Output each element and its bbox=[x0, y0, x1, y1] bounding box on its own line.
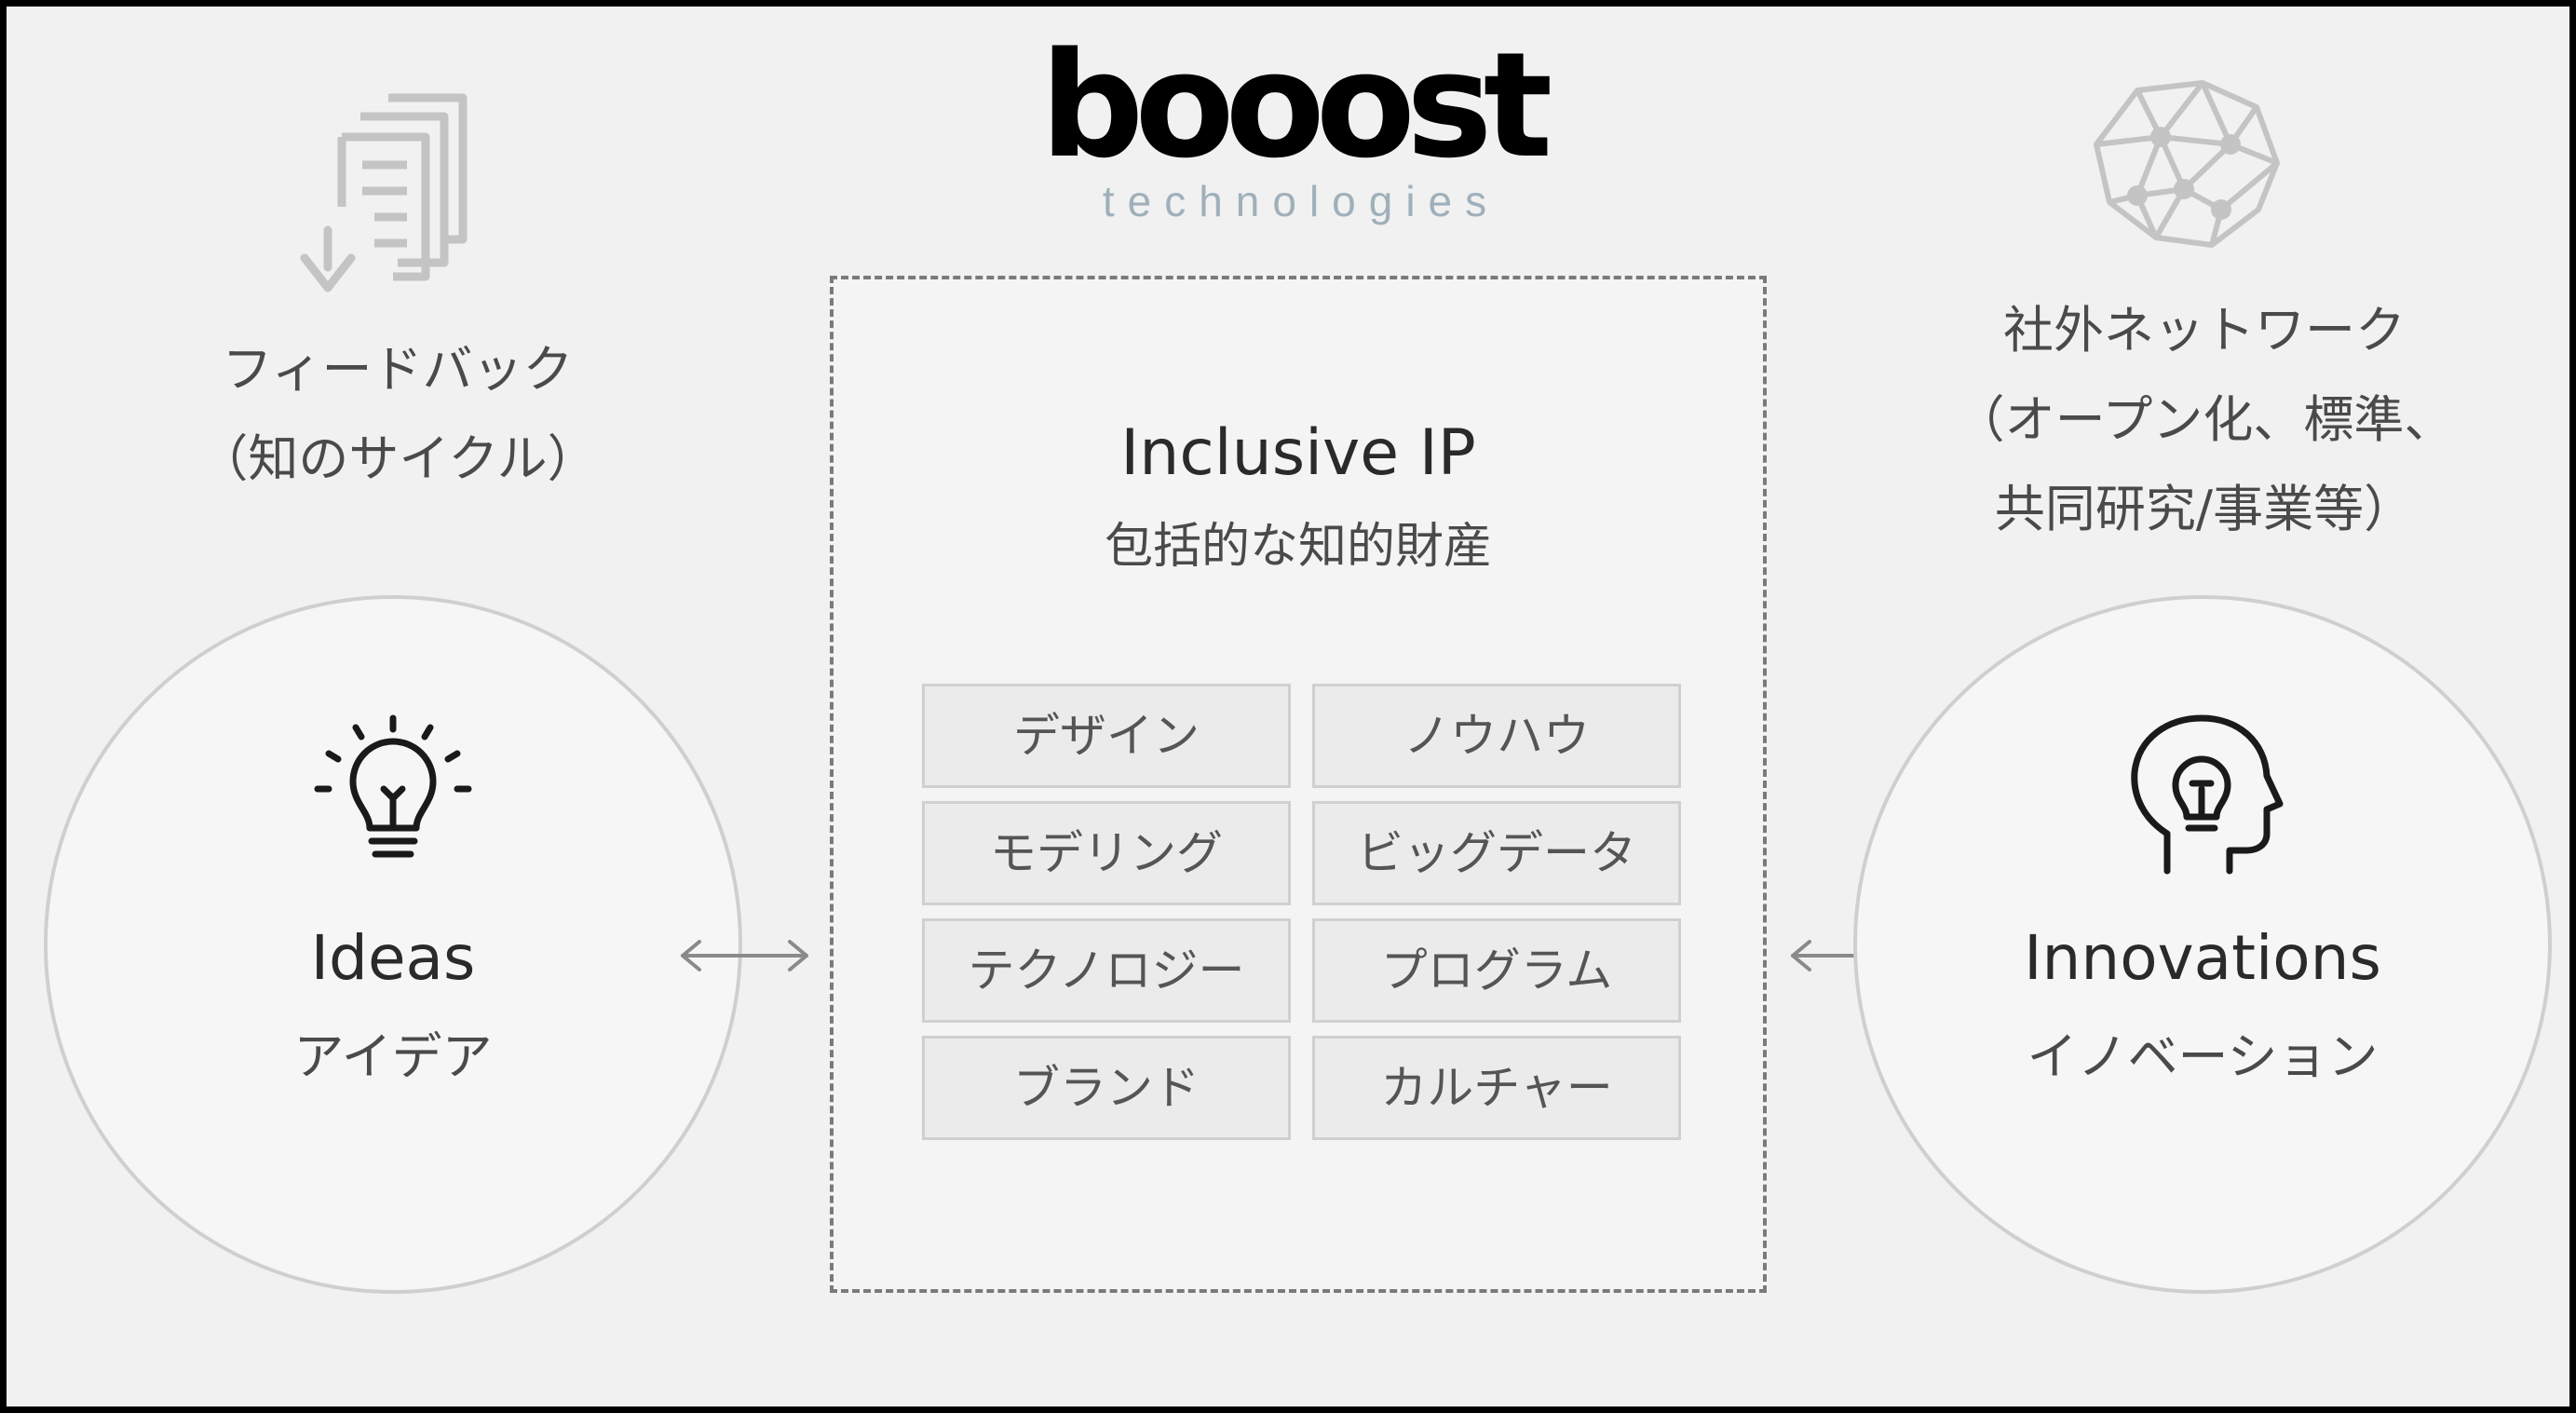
ip-item-program: プログラム bbox=[1312, 918, 1681, 1023]
feedback-label: フィードバック bbox=[222, 340, 574, 399]
joint-research-label: 共同研究/事業等） bbox=[1994, 480, 2415, 538]
ip-item-knowhow: ノウハウ bbox=[1312, 684, 1681, 788]
logo-subtitle: technologies bbox=[1102, 177, 1500, 225]
lightbulb-icon bbox=[314, 714, 472, 858]
double-arrow-icon bbox=[681, 940, 808, 971]
open-standard-label: （オープン化、標準、 bbox=[1954, 390, 2455, 449]
ip-item-modeling: モデリング bbox=[922, 801, 1291, 905]
network-brain-icon bbox=[2094, 80, 2280, 248]
inclusive-ip-subtitle: 包括的な知的財産 bbox=[1104, 519, 1492, 575]
ideas-circle bbox=[44, 595, 742, 1294]
knowledge-cycle-label: （知のサイクル） bbox=[197, 429, 598, 488]
ip-item-design: デザイン bbox=[922, 684, 1291, 788]
ip-item-big-data: ビッグデータ bbox=[1312, 801, 1681, 905]
external-network-label: 社外ネットワーク bbox=[2003, 301, 2406, 360]
innovations-subtitle: イノベーション bbox=[2027, 1027, 2379, 1086]
logo-wordmark: booost bbox=[1039, 20, 1553, 190]
ip-item-technology: テクノロジー bbox=[922, 918, 1291, 1023]
ideas-title: Ideas bbox=[310, 922, 476, 994]
ip-item-culture: カルチャー bbox=[1312, 1036, 1681, 1140]
ideas-subtitle: アイデア bbox=[293, 1027, 493, 1086]
document-download-icon bbox=[300, 93, 468, 292]
inclusive-ip-title: Inclusive IP bbox=[1120, 416, 1476, 490]
innovations-title: Innovations bbox=[2024, 922, 2381, 994]
head-lightbulb-icon bbox=[2131, 714, 2284, 875]
ip-item-brand: ブランド bbox=[922, 1036, 1291, 1140]
innovations-circle bbox=[1853, 595, 2552, 1294]
